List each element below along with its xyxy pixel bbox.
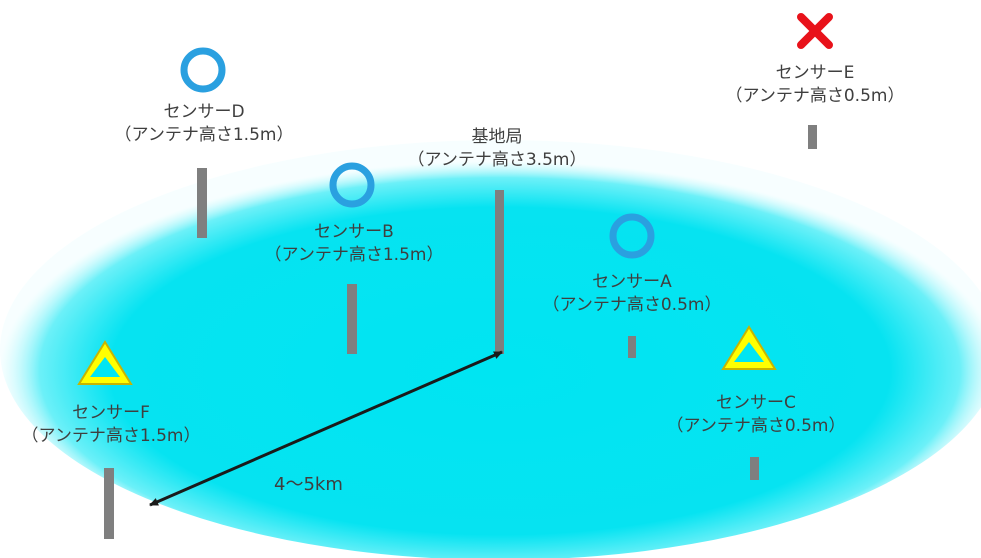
sensor-e-cross-mark xyxy=(797,13,833,49)
sensor-e-mast xyxy=(808,125,817,149)
sensor-d-name: センサーD xyxy=(163,102,245,122)
sensor-c-mast xyxy=(750,457,759,480)
sensor-e-name: センサーE xyxy=(775,63,855,83)
sensor-a-name: センサーA xyxy=(592,272,672,292)
sensor-b-height: （アンテナ高さ1.5m） xyxy=(264,245,444,265)
sensor-b-name: センサーB xyxy=(314,222,394,242)
sensor-f-mast xyxy=(104,468,114,539)
sensor-d-mast xyxy=(197,168,207,238)
sensor-a-mast xyxy=(628,336,636,358)
sensor-a-height: （アンテナ高さ0.5m） xyxy=(542,295,722,315)
sensor-d-circle-mark xyxy=(180,47,226,93)
sensor-c-height: （アンテナ高さ0.5m） xyxy=(666,416,846,436)
sensor-c-label: センサーC （アンテナ高さ0.5m） xyxy=(667,392,846,438)
base-station-name: 基地局 xyxy=(471,127,523,147)
coverage-area xyxy=(0,140,981,558)
sensor-d-label: センサーD （アンテナ高さ1.5m） xyxy=(115,101,294,147)
sensor-f-triangle-inner xyxy=(90,357,120,377)
base-station-height: （アンテナ高さ3.5m） xyxy=(407,150,587,170)
sensor-f-name: センサーF xyxy=(72,403,150,423)
sensor-c-triangle-inner xyxy=(734,342,764,362)
distance-arrow xyxy=(149,350,503,507)
sensor-d-height: （アンテナ高さ1.5m） xyxy=(114,125,294,145)
sensor-f-height: （アンテナ高さ1.5m） xyxy=(21,426,201,446)
base-station-mast xyxy=(495,190,504,354)
distance-label: 4～5km xyxy=(274,474,343,495)
sensor-f-label: センサーF （アンテナ高さ1.5m） xyxy=(22,402,201,448)
sensor-e-height: （アンテナ高さ0.5m） xyxy=(725,86,905,106)
sensor-b-mast xyxy=(347,284,357,354)
sensor-c-name: センサーC xyxy=(716,393,796,413)
sensor-a-circle-mark xyxy=(609,213,655,259)
sensor-b-circle-mark xyxy=(329,162,375,208)
sensor-b-label: センサーB （アンテナ高さ1.5m） xyxy=(265,221,444,267)
base-station-label: 基地局 （アンテナ高さ3.5m） xyxy=(408,126,587,172)
sensor-a-label: センサーA （アンテナ高さ0.5m） xyxy=(543,271,722,317)
sensor-e-label: センサーE （アンテナ高さ0.5m） xyxy=(726,62,905,108)
